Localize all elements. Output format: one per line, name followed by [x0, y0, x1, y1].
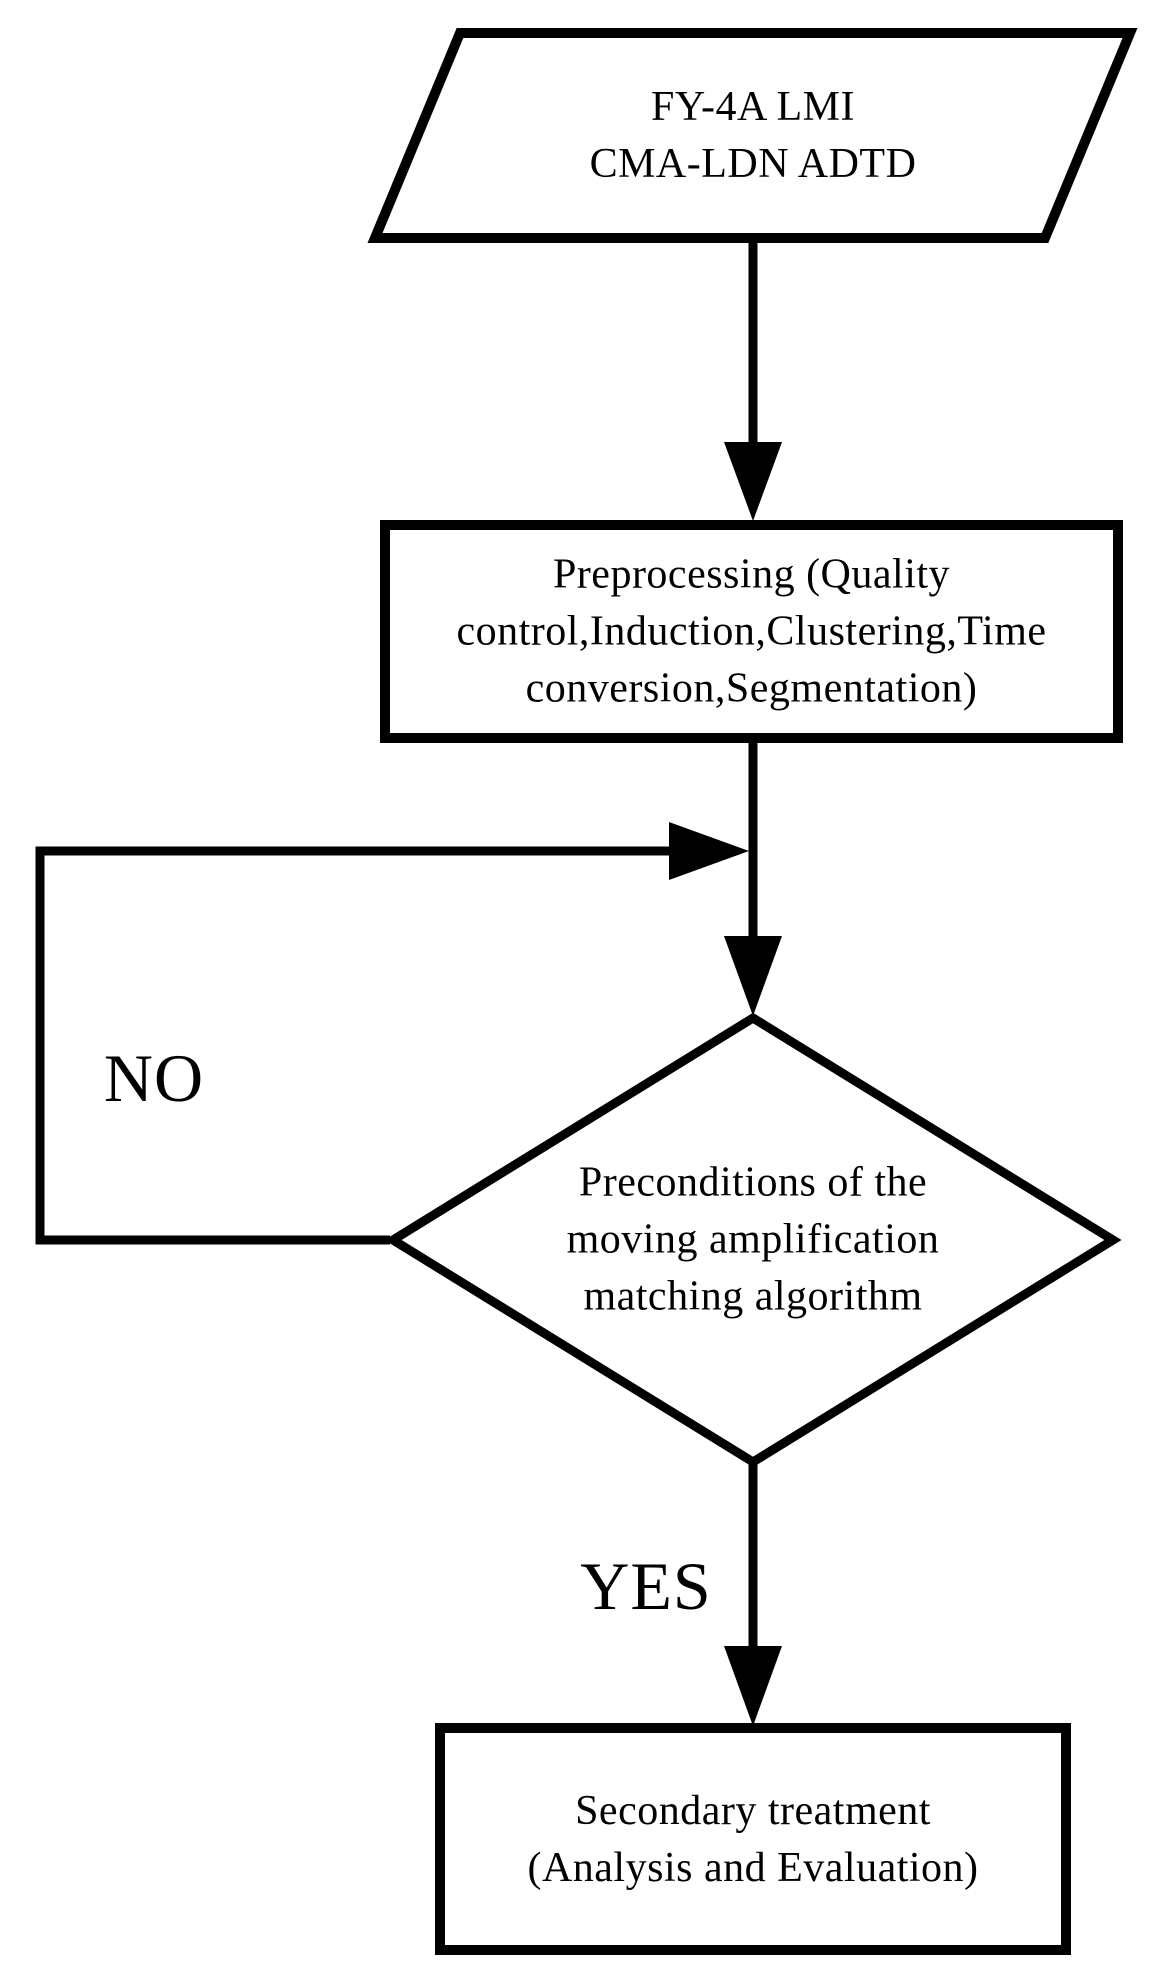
secondary-node-line-1: Secondary treatment	[575, 1787, 931, 1834]
yes-branch-label: YES	[580, 1548, 712, 1624]
arrowhead-into-decision-icon	[724, 936, 782, 1016]
input-node-label: FY-4A LMI CMA-LDN ADTD	[418, 79, 1088, 193]
decision-diamond	[384, 1012, 1122, 1468]
arrowhead-no-loop-junction-icon	[669, 822, 749, 880]
no-branch-label: NO	[103, 1040, 205, 1116]
preprocess-box	[380, 520, 1123, 743]
arrowhead-into-secondary-icon	[724, 1646, 782, 1726]
decision-node-line-3: matching algorithm	[583, 1273, 923, 1320]
input-node-line-2: CMA-LDN ADTD	[589, 141, 917, 187]
decision-node-label: Preconditions of the moving amplificatio…	[453, 1154, 1053, 1325]
arrowhead-into-preprocess-icon	[724, 442, 782, 521]
preprocess-node-line-2: control,Induction,Clustering,Time	[456, 608, 1047, 655]
no-loop-line	[35, 846, 674, 1245]
secondary-node-line-2: (Analysis and Evaluation)	[527, 1845, 979, 1891]
preprocess-node-line-1: Preprocessing (Quality	[552, 551, 951, 598]
secondary-box	[435, 1723, 1071, 1955]
decision-node-line-2: moving amplification	[566, 1216, 940, 1263]
decision-node-line-1: Preconditions of the	[578, 1159, 928, 1206]
preprocess-node-line-3: conversion,Segmentation)	[525, 665, 978, 712]
preprocess-node-label: Preprocessing (Quality control,Induction…	[385, 546, 1118, 717]
input-parallelogram	[367, 28, 1138, 243]
secondary-node-label: Secondary treatment (Analysis and Evalua…	[440, 1783, 1066, 1897]
input-node-line-1: FY-4A LMI	[650, 83, 856, 130]
